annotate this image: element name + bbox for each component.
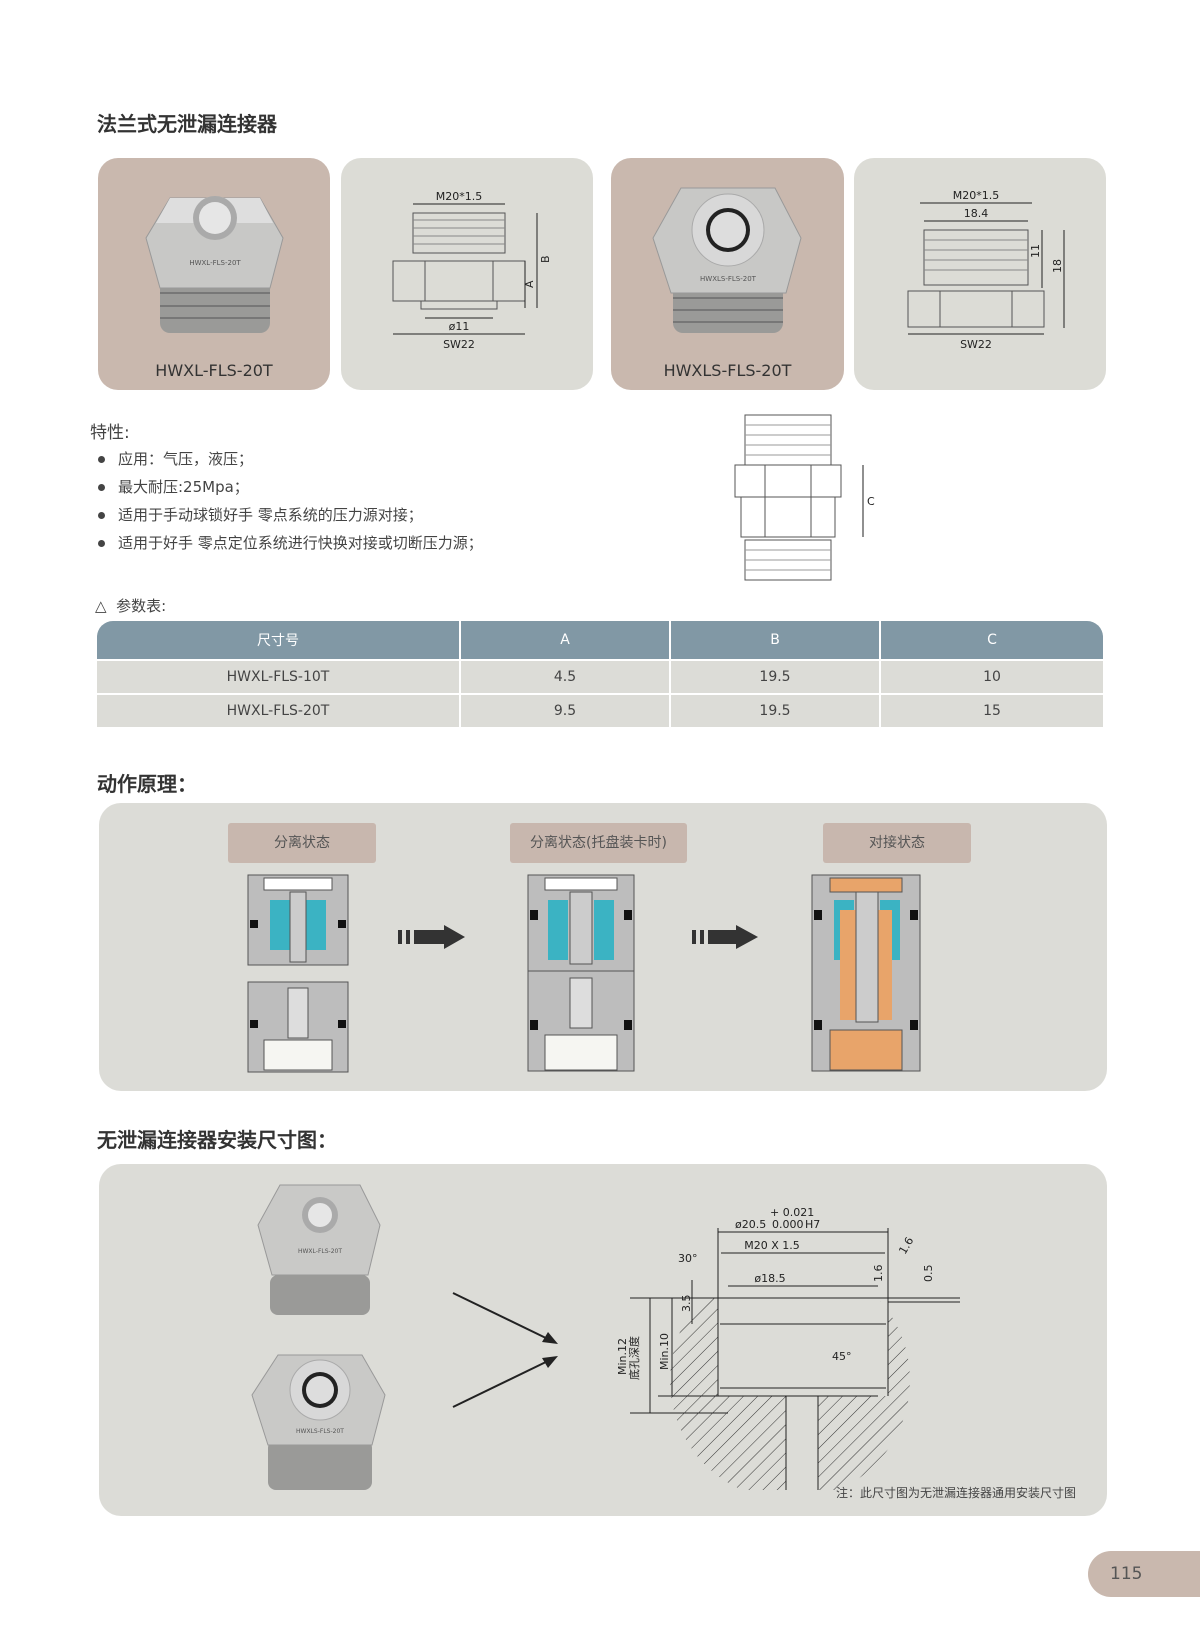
connector-image-fls: HWXL-FLS-20T: [257, 1184, 381, 1315]
cell: 19.5: [671, 693, 879, 727]
svg-text:HWXL-FLS-20T: HWXL-FLS-20T: [298, 1248, 342, 1255]
product-card-2: HWXLS-FLS-20T HWXLS-FLS-20T: [611, 158, 844, 390]
dim-min12: Min.12: [616, 1338, 629, 1375]
state-label-separated-pallet: 分离状态(托盘装卡时): [510, 823, 687, 863]
feature-item: 最大耐压:25Mpa；: [92, 473, 483, 501]
tol-upper: + 0.021: [770, 1206, 814, 1219]
triangle-icon: △: [95, 597, 107, 615]
feature-item: 应用：气压，液压；: [92, 445, 483, 473]
thread-dim: M20*1.5: [953, 189, 999, 202]
dim-c: C: [867, 495, 875, 508]
product-images: HWXL-FLS-20T HWXLS-FLS-20T: [251, 1184, 386, 1490]
product-card-1: HWXL-FLS-20T HWXL-FLS-20T: [98, 158, 330, 390]
connected-state-diagram: [811, 874, 921, 1072]
angle-45: 45°: [832, 1350, 852, 1363]
page-number: 115: [1088, 1551, 1200, 1597]
dim-11: 11: [1029, 244, 1042, 258]
state-label-separated: 分离状态: [228, 823, 376, 863]
roughness-1-6-outer: 1.6: [896, 1235, 916, 1257]
arrow-icon: [692, 925, 758, 949]
engraving: HWXLS-FLS-20T: [700, 275, 757, 283]
cell: 15: [881, 693, 1103, 727]
col-header: 尺寸号: [97, 621, 459, 659]
state-label-connected: 对接状态: [823, 823, 971, 863]
dim-sw: SW22: [960, 338, 992, 351]
engraving: HWXL-FLS-20T: [189, 259, 241, 267]
cell: HWXL-FLS-20T: [97, 693, 459, 727]
principle-heading: 动作原理：: [97, 772, 197, 796]
cell: 9.5: [461, 693, 669, 727]
arrow-icon: [398, 925, 465, 949]
dim-3-5: 3.5: [680, 1295, 693, 1313]
connector-image: HWXLS-FLS-20T: [652, 187, 802, 333]
connector-image: HWXL-FLS-20T: [145, 196, 284, 333]
dimension-drawing-1: M20*1.5 B A ø11 SW22: [341, 158, 593, 390]
connector-image-fls-s: HWXLS-FLS-20T: [251, 1354, 386, 1490]
install-heading: 无泄漏连接器安装尺寸图：: [97, 1128, 337, 1152]
hole-depth-label: 底孔深度: [627, 1336, 641, 1380]
svg-text:HWXLS-FLS-20T: HWXLS-FLS-20T: [296, 1428, 344, 1435]
col-header: C: [881, 621, 1103, 659]
cell: HWXL-FLS-10T: [97, 659, 459, 693]
col-header: B: [671, 621, 879, 659]
params-heading-text: 参数表:: [116, 597, 167, 615]
cell: 19.5: [671, 659, 879, 693]
features-heading: 特性:: [90, 423, 130, 443]
features-list: 应用：气压，液压； 最大耐压:25Mpa； 适用于手动球锁好手 零点系统的压力源…: [92, 445, 483, 557]
col-header: A: [461, 621, 669, 659]
separated-pallet-state-diagram: [527, 874, 635, 1072]
product-name: HWXLS-FLS-20T: [663, 361, 792, 380]
pointer-arrows: [452, 1292, 558, 1408]
thread-dim: M20*1.5: [436, 190, 482, 203]
feature-item: 适用于手动球锁好手 零点系统的压力源对接；: [92, 501, 483, 529]
dim-d18-5: ø18.5: [754, 1272, 785, 1285]
dim-0-5: 0.5: [922, 1265, 935, 1283]
dim-18: 18: [1051, 259, 1064, 273]
install-note: 注：此尺寸图为无泄漏连接器通用安装尺寸图: [836, 1486, 1077, 1500]
cell: 10: [881, 659, 1103, 693]
roughness-1-6: 1.6: [872, 1265, 885, 1283]
page-title: 法兰式无泄漏连接器: [97, 112, 277, 136]
dim-a: A: [523, 280, 536, 288]
width-dim: 18.4: [964, 207, 989, 220]
product-name: HWXL-FLS-20T: [155, 361, 273, 380]
install-dimension-drawing: ø20.5 + 0.021 0.000 H7 M20 X 1.5 ø18.5 3…: [616, 1206, 960, 1490]
dim-thread: M20 X 1.5: [744, 1239, 800, 1252]
dim-min10: Min.10: [658, 1333, 671, 1370]
principle-diagrams: [247, 874, 921, 1073]
dimension-drawing-2: M20*1.5 18.4 11 18 SW22: [854, 158, 1106, 390]
tol-lower: 0.000: [772, 1218, 804, 1231]
dim-dia: ø11: [449, 320, 470, 333]
feature-item: 适用于好手 零点定位系统进行快换对接或切断压力源；: [92, 529, 483, 557]
dim-d20-5: ø20.5: [735, 1218, 766, 1231]
assembly-drawing: C: [734, 414, 875, 581]
params-heading: △ 参数表:: [95, 595, 166, 616]
fit-h7: H7: [805, 1218, 820, 1231]
dim-b: B: [539, 255, 552, 263]
angle-30: 30°: [678, 1252, 698, 1265]
cell: 4.5: [461, 659, 669, 693]
separated-state-diagram: [247, 874, 349, 1073]
dim-sw: SW22: [443, 338, 475, 351]
